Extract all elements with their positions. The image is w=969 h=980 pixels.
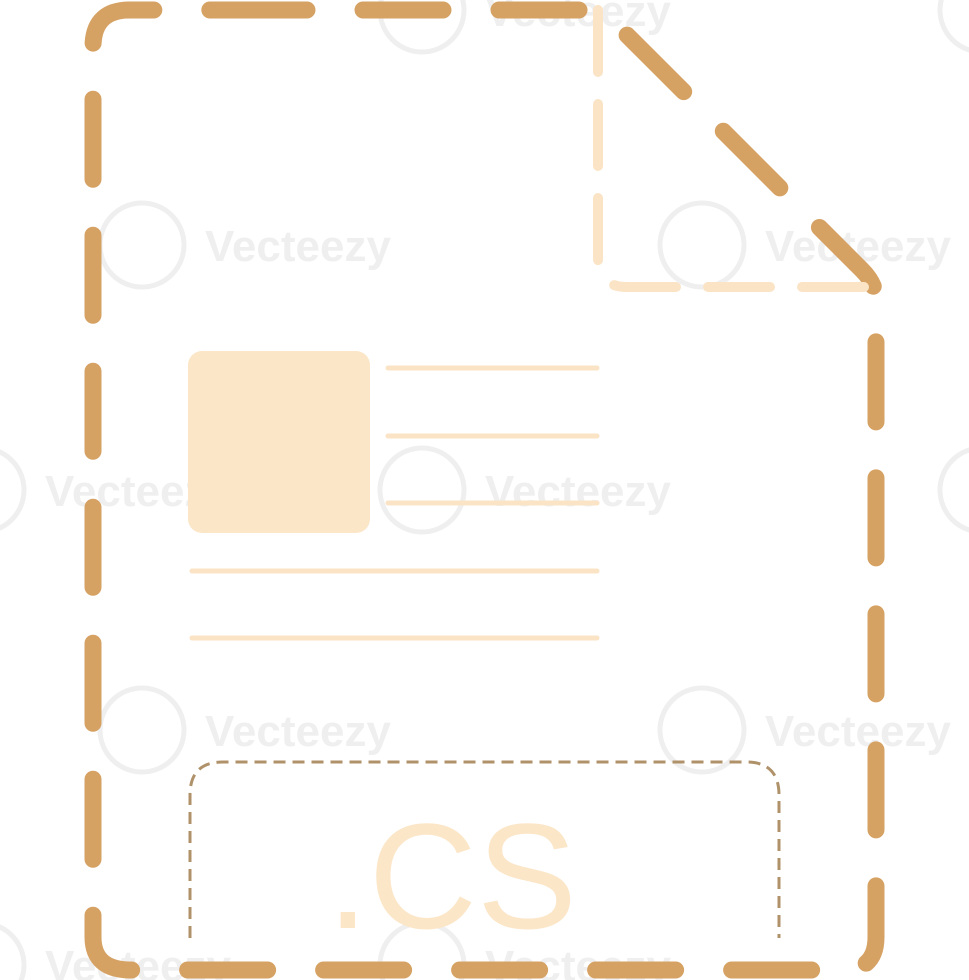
watermark: Vecteezy <box>657 685 951 775</box>
svg-text:Vecteezy: Vecteezy <box>205 222 391 271</box>
svg-text:Vecteezy: Vecteezy <box>205 707 391 756</box>
document-text-lines <box>189 365 600 641</box>
watermark: Vecteezy <box>657 200 951 290</box>
watermark: Vecteezy <box>97 200 391 290</box>
extension-label-box <box>188 760 781 938</box>
file-extension-label: .CS <box>327 792 577 960</box>
image-placeholder <box>188 351 370 533</box>
file-outline <box>84 1 885 979</box>
watermark: Vecteezy <box>937 447 969 533</box>
folded-corner <box>593 5 881 292</box>
watermark: Vecteezy <box>97 685 391 775</box>
watermark: Vecteezy <box>377 445 671 535</box>
svg-text:Vecteezy: Vecteezy <box>765 707 951 756</box>
svg-text:Vecteezy: Vecteezy <box>485 467 671 516</box>
watermark: Vecteezy <box>937 0 969 53</box>
